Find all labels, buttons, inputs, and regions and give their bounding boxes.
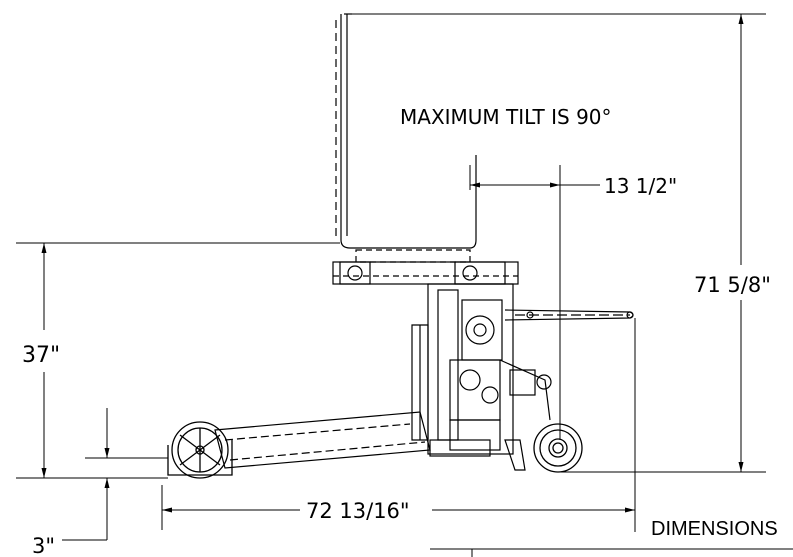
front-wheel — [167, 421, 233, 479]
container-outline — [335, 13, 477, 263]
rear-wheel — [533, 423, 583, 473]
fork-carriage — [332, 261, 519, 285]
mast-assembly — [411, 283, 552, 455]
tilt-note: MAXIMUM TILT IS 90° — [400, 105, 612, 129]
overall-height-label: 71 5/8" — [694, 273, 771, 297]
overall-length-label: 72 13/16" — [306, 499, 410, 523]
base-leg — [214, 411, 526, 471]
steering-handle — [504, 309, 634, 321]
offset-dimension-label: 13 1/2" — [604, 174, 677, 198]
platform-height-label: 37" — [22, 343, 60, 368]
ground-clearance-label: 3" — [32, 534, 55, 557]
extension-lines — [16, 13, 793, 557]
title-block-label: DIMENSIONS — [651, 518, 778, 540]
dimension-arrows — [41, 13, 744, 541]
